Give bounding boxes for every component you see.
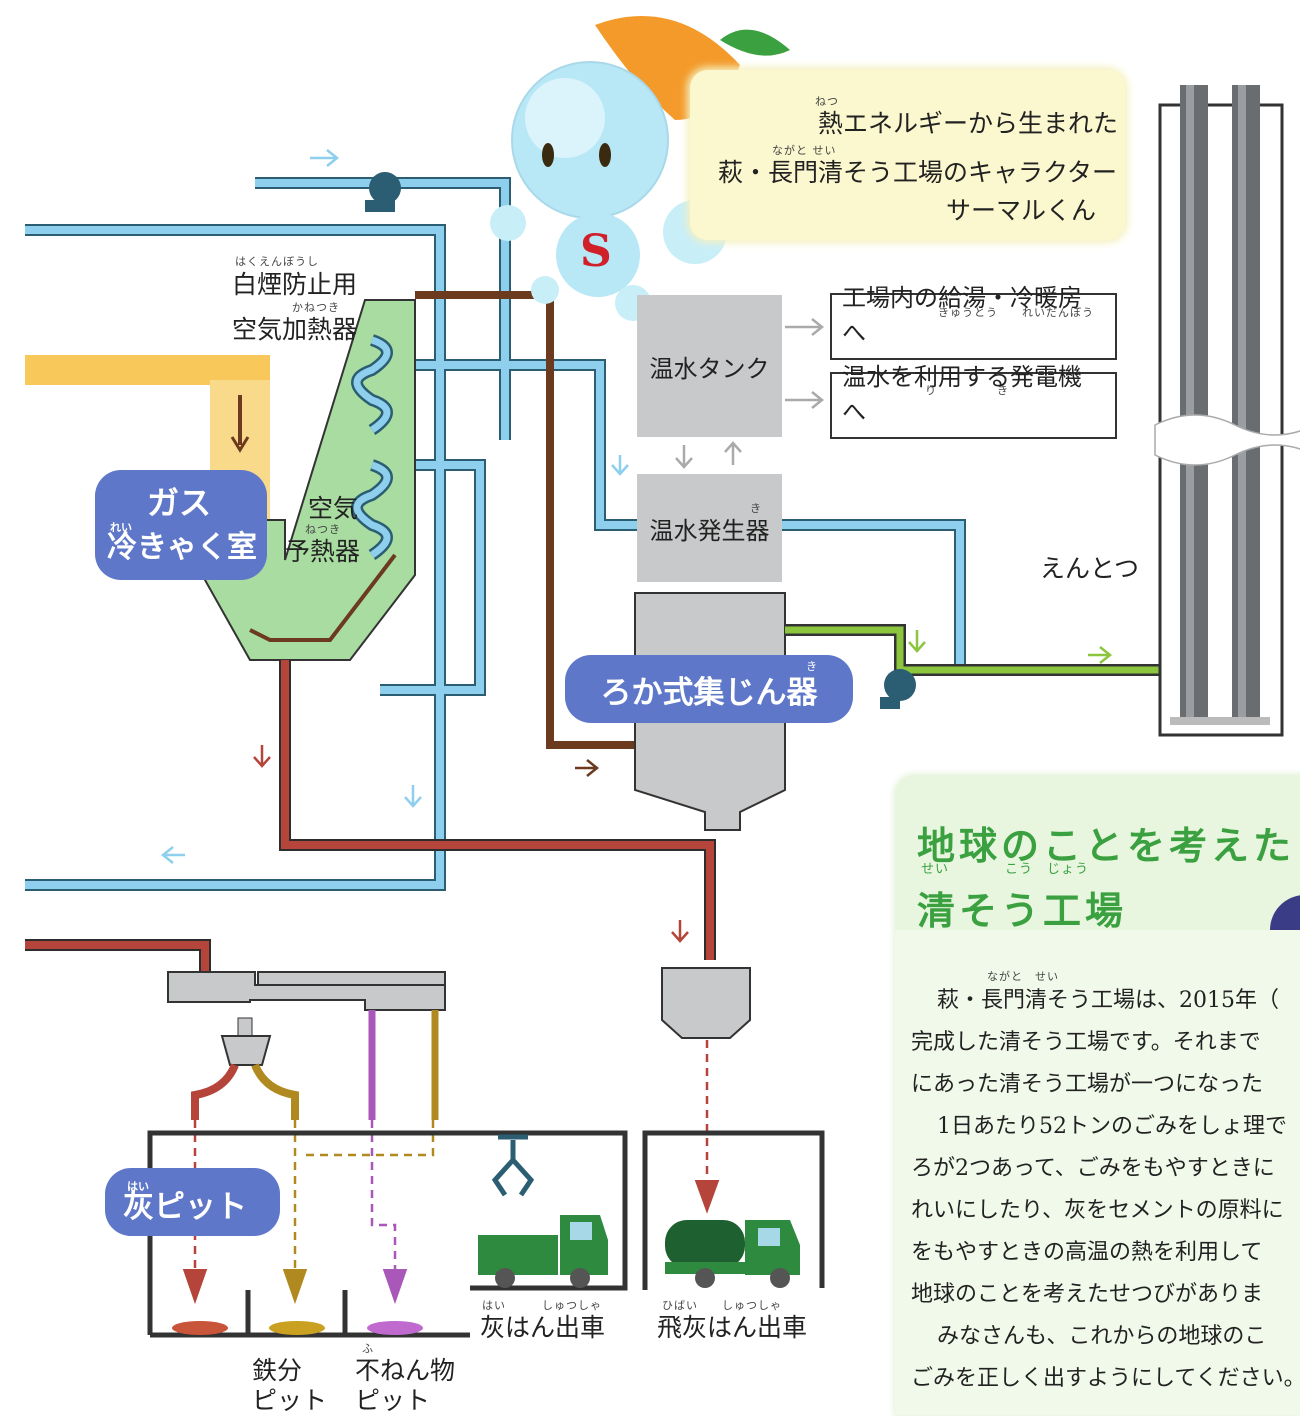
roka-ruby: き xyxy=(806,660,817,673)
hot-water-tank-label: 温水タンク xyxy=(649,354,770,383)
hibai-ruby: ひばい しゅつしゃ xyxy=(662,1299,782,1312)
iron-pit-label: ピット xyxy=(252,1386,328,1415)
ash-lines xyxy=(25,660,716,975)
hot-water-generator: 温水発生器 xyxy=(637,474,782,582)
noncombustible-pit-label: ピット xyxy=(355,1386,431,1415)
panel-line-9: みなさんも、これからの地球のこ xyxy=(937,1324,1267,1349)
air-heater-label: 空気加熱器 xyxy=(232,315,358,344)
water-pipes xyxy=(25,177,966,891)
panel-body: 萩・長門清そう工場は、2015年（ 完成した清そう工場です。それまで にあった清… xyxy=(911,980,1300,1400)
flow-arrows xyxy=(160,149,1113,943)
character-speech-bubble xyxy=(690,70,1125,240)
hakuen-ruby: はくえんぼうし xyxy=(235,255,319,268)
hatsudenki-ruby: り き xyxy=(925,384,1009,397)
fly-ash-truck-icon xyxy=(665,1220,800,1288)
bag-filter-label: ろか式集じん器 xyxy=(600,674,818,711)
panel-body-band xyxy=(895,930,1300,1415)
hai-ruby: はい xyxy=(127,1180,149,1193)
netsu-ruby: ねつ xyxy=(815,95,839,108)
ash-truck-label: 灰はん出車 xyxy=(480,1313,606,1342)
speech-line-1: 熱エネルギーから生まれた xyxy=(818,109,1119,138)
supply-hot-water-box: 工場内の給湯・冷暖房へ xyxy=(830,284,1117,360)
gas-cooling-chamber-label: ガス れい 冷きゃく室 xyxy=(95,470,267,580)
ash-pit-label: 灰ピット xyxy=(123,1189,247,1225)
panel-line-7: をもやすときの高温の熱を利用して xyxy=(911,1240,1263,1265)
noncombustible-label: 不ねん物 xyxy=(355,1356,456,1385)
kanetsuki-ruby: かねつき xyxy=(292,301,340,314)
panel-line-5: ろが2つあって、ごみをもやすときに xyxy=(911,1156,1275,1181)
rei-ruby: れい xyxy=(110,521,132,534)
hasseiki-ruby: き xyxy=(750,502,762,515)
supply-hot-water-label: 工場内の給湯・冷暖房へ xyxy=(842,284,1082,347)
panel-title-ruby: せい こう じょう xyxy=(921,862,1090,877)
speech-line-2: 萩・長門清そう工場のキャラクター xyxy=(718,158,1118,187)
preheater-label: 予熱器 xyxy=(285,537,361,566)
character-badge: S xyxy=(580,226,612,277)
generator-label: 温水を利用する発電機へ xyxy=(842,363,1082,426)
haihan-ruby: はい しゅつしゃ xyxy=(482,1299,602,1312)
panel-line-10: ごみを正しく出すようにしてください。 xyxy=(911,1366,1300,1391)
kyuto-ruby: きゅうとう れいだんぼう xyxy=(938,306,1094,319)
panel-line-4: 1日あたり52トンのごみをしょ理で xyxy=(937,1114,1287,1139)
bag-filter-label-pill: ろか式集じん器 xyxy=(565,655,853,723)
air-label: 空気 xyxy=(308,494,359,523)
netsuki-ruby: ねつき xyxy=(305,523,341,536)
chimney xyxy=(1154,85,1300,737)
iron-label: 鉄分 xyxy=(252,1356,303,1385)
cooling-chamber-label: 冷きゃく室 xyxy=(107,530,257,565)
fly-ash-truck-label: 飛灰はん出車 xyxy=(657,1313,808,1342)
white-smoke-prevention-label: 白煙防止用 xyxy=(232,270,358,299)
info-panel: 地球のことを考えた せい こう じょう 清そう工場 ながと せい 萩・長門清そう… xyxy=(895,775,1300,1415)
funen-ruby: ふ xyxy=(362,1342,374,1355)
speech-line-3: サーマルくん xyxy=(946,196,1097,225)
panel-line-1: 萩・長門清そう工場は、2015年（ xyxy=(937,988,1279,1013)
chimney-label: えんとつ xyxy=(1040,554,1140,583)
panel-line-8: 地球のことを考えたせつびがありま xyxy=(911,1282,1264,1307)
panel-line-2: 完成した清そう工場です。それまで xyxy=(911,1030,1261,1055)
panel-line-3: にあった清そう工場が一つになった xyxy=(911,1072,1264,1097)
flue-line xyxy=(415,291,640,749)
panel-line-6: れいにしたり、灰をセメントの原料に xyxy=(911,1198,1284,1223)
gas-label: ガス xyxy=(147,484,212,522)
hot-water-tank: 温水タンク xyxy=(637,295,782,437)
nagato-ruby: ながと せい xyxy=(772,144,837,157)
hot-water-generator-label: 温水発生器 xyxy=(649,516,770,545)
ash-pit-label-pill: はい 灰ピット xyxy=(105,1168,280,1236)
fly-ash-hopper xyxy=(661,967,751,1039)
generator-box: 温水を利用する発電機へ xyxy=(830,363,1117,439)
panel-title: 地球のことを考えた xyxy=(917,823,1296,868)
crane-icon xyxy=(491,1134,535,1197)
panel-subtitle: 清そう工場 xyxy=(917,888,1128,933)
panel-ruby-line-1: ながと せい xyxy=(987,970,1059,983)
ash-truck-icon xyxy=(478,1215,608,1288)
